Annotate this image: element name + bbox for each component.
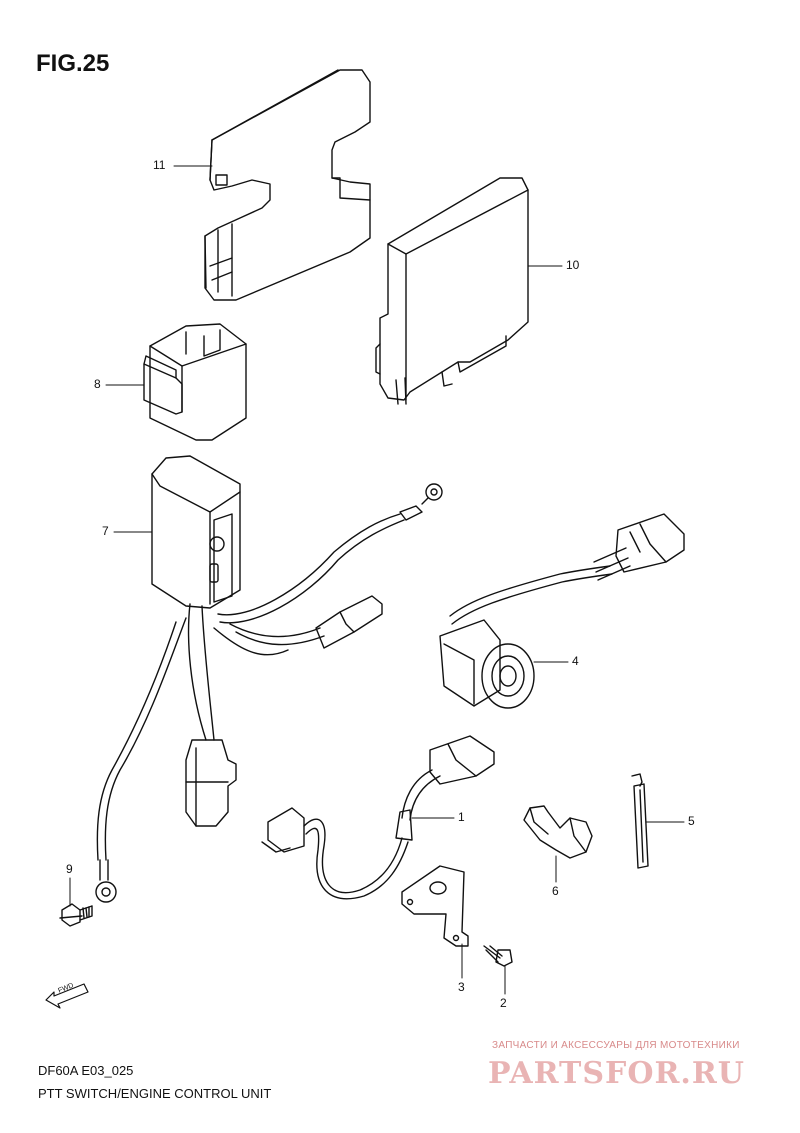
callout-8: 8 <box>94 377 101 391</box>
watermark-logo: PARTSFOR.RU <box>488 1056 745 1091</box>
part-5-cable-tie <box>631 773 649 869</box>
callout-9: 9 <box>66 862 73 876</box>
callout-7: 7 <box>102 524 109 538</box>
part-6-clamp <box>523 805 593 859</box>
leader-lines <box>69 165 685 995</box>
callout-6: 6 <box>552 884 559 898</box>
callout-5: 5 <box>688 814 695 828</box>
callout-11: 11 <box>153 158 166 172</box>
figure-title: FIG.25 <box>36 50 110 77</box>
part-10-ecu <box>375 177 529 405</box>
callout-1: 1 <box>458 810 465 824</box>
part-7-unit <box>95 455 443 903</box>
section-title: PTT SWITCH/ENGINE CONTROL UNIT <box>38 1086 272 1101</box>
callout-3: 3 <box>458 980 465 994</box>
part-8-relay <box>143 323 247 441</box>
part-11-cover <box>204 69 371 301</box>
watermark-tagline: ЗАПЧАСТИ И АКСЕССУАРЫ ДЛЯ МОТОТЕХНИКИ <box>492 1040 740 1051</box>
part-9-bolt <box>59 903 93 927</box>
drawing-code: DF60A E03_025 <box>38 1063 134 1078</box>
callout-4: 4 <box>572 654 579 668</box>
callout-10: 10 <box>566 258 580 272</box>
callout-2: 2 <box>500 996 507 1010</box>
part-3-bracket <box>401 865 469 947</box>
fwd-arrow-icon <box>45 983 89 1009</box>
part-1-sensor <box>261 735 495 900</box>
part-4-switch <box>439 513 685 709</box>
part-2-screw <box>483 945 513 967</box>
